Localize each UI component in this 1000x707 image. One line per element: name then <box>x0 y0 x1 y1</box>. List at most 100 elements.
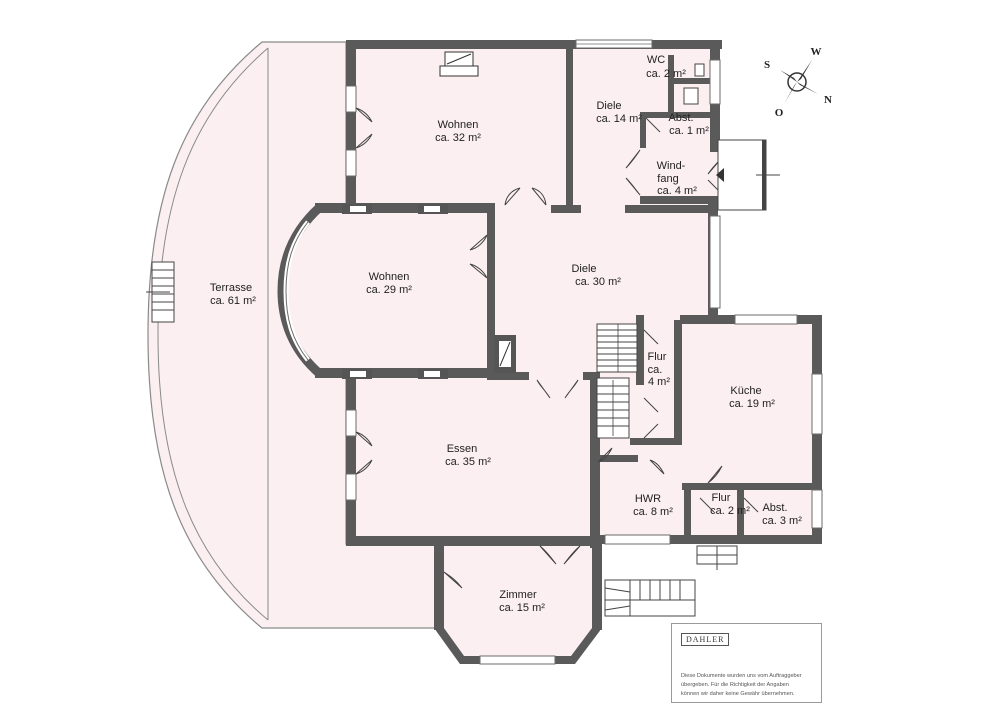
room-label-windfang-2: fang <box>657 173 678 185</box>
agency-logo: DAHLER <box>681 633 730 646</box>
wall <box>682 483 812 490</box>
wall <box>566 40 573 212</box>
door-swing <box>355 431 373 475</box>
disclaimer-line: übergeben. Für die Richtigkeit der Angab… <box>681 682 789 688</box>
window <box>345 409 357 437</box>
terrace-steps <box>146 261 175 323</box>
wall <box>640 196 720 204</box>
wall <box>636 315 644 385</box>
wall <box>737 488 744 538</box>
window <box>479 655 556 665</box>
door-swing <box>645 117 661 133</box>
compass-south-label: S <box>764 59 770 71</box>
wall <box>315 203 495 213</box>
window <box>345 149 357 177</box>
room-area-wc: ca. 2 m² <box>646 68 686 80</box>
room-area-flur-small: ca. 2 m² <box>710 505 750 517</box>
floor-kueche <box>680 320 820 488</box>
wall <box>315 368 495 378</box>
room-label-wohnen-top: Wohnen <box>438 119 479 131</box>
wall <box>434 540 444 630</box>
wall <box>590 372 600 548</box>
floor-essen <box>346 372 591 544</box>
door-swing <box>649 459 665 475</box>
wall <box>583 372 595 380</box>
basement-staircase <box>604 579 696 617</box>
room-area-hwr: ca. 8 m² <box>633 506 673 518</box>
door-swing <box>355 107 373 149</box>
room-label-kueche: Küche <box>730 385 761 397</box>
room-area-terrasse: ca. 61 m² <box>210 295 256 307</box>
compass-rose: W S N O <box>764 46 832 119</box>
room-area-abst-bottom: ca. 3 m² <box>762 515 802 527</box>
compass-north-west-label: W <box>811 46 822 58</box>
room-label-diele-main: Diele <box>571 263 596 275</box>
staircase <box>596 323 638 439</box>
door-swing <box>743 497 759 513</box>
floor-abst-bottom <box>740 485 820 535</box>
wall <box>668 78 712 84</box>
room-area-wohnen-top: ca. 32 m² <box>435 132 481 144</box>
wall <box>684 488 691 538</box>
wall <box>435 625 601 664</box>
room-area-kueche: ca. 19 m² <box>729 398 775 410</box>
room-label-hwr: HWR <box>635 493 661 505</box>
room-area-diele-main: ca. 30 m² <box>575 276 621 288</box>
room-area-zimmer: ca. 15 m² <box>499 602 545 614</box>
floor-hwr <box>590 460 690 542</box>
room-area-wohnen-mid: ca. 29 m² <box>366 284 412 296</box>
room-label-wohnen-mid: Wohnen <box>369 271 410 283</box>
window <box>734 314 798 325</box>
room-label-abst-top: Abst. <box>668 112 693 124</box>
sink-fixture <box>694 63 705 77</box>
floor-wohnen-mid <box>289 205 492 378</box>
window <box>709 59 721 105</box>
room-area-diele-top: ca. 14 m² <box>596 113 642 125</box>
floor-flur-small <box>690 485 740 543</box>
door-swing <box>536 379 579 399</box>
door-swing <box>539 545 581 565</box>
wall <box>630 438 682 445</box>
room-area-flur-mid: 4 m² <box>648 376 670 388</box>
terrace-edge <box>157 47 269 621</box>
door-swing <box>469 234 488 279</box>
door-swing <box>597 447 613 463</box>
disclaimer-text: Diese Dokumente wurden uns vom Auftragge… <box>681 672 815 699</box>
side-entrance-steps <box>696 545 738 570</box>
room-label-essen: Essen <box>447 443 478 455</box>
fireplace-base <box>439 65 479 77</box>
room-label-wc: WC <box>647 54 665 66</box>
room-label-flur-mid-2: ca. <box>648 364 663 376</box>
wall <box>640 112 718 118</box>
door-swing <box>443 571 463 589</box>
wall <box>625 205 715 213</box>
room-label-diele-top: Diele <box>596 100 621 112</box>
room-label-zimmer: Zimmer <box>499 589 537 601</box>
wall <box>668 55 674 113</box>
wall <box>346 368 356 546</box>
door-swing <box>643 397 659 439</box>
wall <box>592 540 602 630</box>
room-area-essen: ca. 35 m² <box>445 456 491 468</box>
disclaimer-line: können wir daher keine Gewähr übernehmen… <box>681 691 795 697</box>
window <box>345 473 357 501</box>
agency-info-box: DAHLER Diese Dokumente wurden uns vom Au… <box>671 623 822 703</box>
window <box>604 534 671 545</box>
disclaimer-line: Diese Dokumente wurden uns vom Auftragge… <box>681 673 802 679</box>
compass-north-label: N <box>824 94 832 106</box>
entrance-landing <box>716 139 780 211</box>
room-label-flur-mid: Flur <box>648 351 667 363</box>
wall <box>487 372 529 380</box>
wall <box>640 112 646 148</box>
wall <box>674 320 682 442</box>
room-area-windfang: ca. 4 m² <box>657 185 697 197</box>
door-swing <box>625 149 641 196</box>
wall <box>346 536 598 546</box>
door-swing <box>699 497 715 513</box>
door-swing <box>707 465 723 484</box>
door-swing <box>643 329 659 345</box>
wall <box>598 455 638 462</box>
room-label-abst-bottom: Abst. <box>762 502 787 514</box>
window <box>345 85 357 113</box>
floor-zimmer <box>437 540 598 664</box>
